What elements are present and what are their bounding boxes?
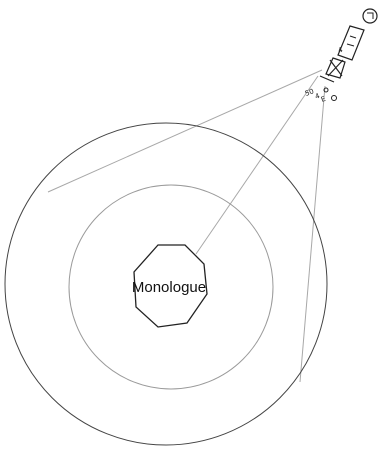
lens-detail — [367, 13, 373, 19]
camera-icon[interactable] — [320, 9, 377, 101]
monologue-node[interactable]: Monologue — [132, 245, 207, 327]
view-ray-right — [300, 86, 325, 382]
camera-detail — [347, 36, 356, 46]
lens-icon — [363, 9, 377, 23]
camera-body — [338, 26, 364, 60]
view-ray-center — [196, 76, 318, 254]
node-label: Monologue — [132, 279, 206, 296]
camera-mark-3: E — [320, 95, 327, 104]
